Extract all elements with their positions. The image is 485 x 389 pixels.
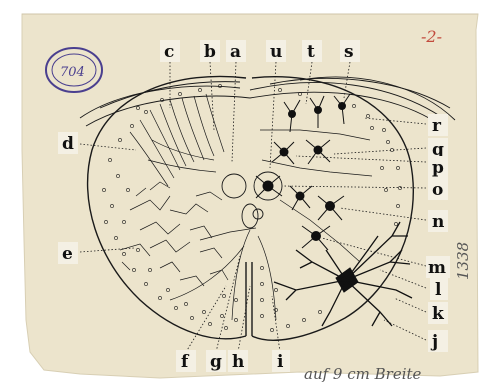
svg-text:r: r — [432, 116, 442, 136]
svg-text:n: n — [432, 212, 444, 232]
label-m: m — [426, 256, 450, 278]
label-t: t — [302, 40, 322, 62]
label-r: r — [428, 114, 448, 136]
svg-text:p: p — [432, 158, 444, 178]
label-p: p — [428, 156, 448, 178]
label-d: d — [58, 132, 78, 154]
svg-text:m: m — [428, 258, 446, 278]
paper-sheet — [22, 14, 478, 378]
label-j: j — [428, 330, 448, 352]
label-h: h — [228, 350, 248, 372]
svg-text:h: h — [232, 352, 244, 372]
side-note: 1338 — [454, 242, 472, 280]
svg-text:t: t — [307, 42, 315, 62]
label-n: n — [428, 210, 448, 232]
label-i: i — [272, 350, 290, 372]
label-c: c — [160, 40, 180, 62]
label-s: s — [340, 40, 360, 62]
svg-text:e: e — [62, 244, 73, 264]
label-u: u — [266, 40, 286, 62]
svg-text:b: b — [204, 42, 216, 62]
svg-text:g: g — [210, 352, 222, 372]
label-g: g — [206, 350, 226, 372]
svg-text:k: k — [432, 304, 445, 324]
svg-text:j: j — [430, 332, 438, 352]
svg-text:s: s — [344, 42, 354, 62]
stamp-number: 704 — [60, 65, 85, 80]
svg-text:d: d — [62, 134, 74, 154]
svg-text:u: u — [270, 42, 282, 62]
label-b: b — [200, 40, 220, 62]
label-l: l — [430, 278, 448, 300]
svg-text:i: i — [277, 352, 284, 372]
label-f: f — [176, 350, 196, 372]
svg-text:c: c — [164, 42, 174, 62]
label-a: a — [226, 40, 246, 62]
label-e: e — [58, 242, 78, 264]
label-o: o — [428, 178, 448, 200]
page-number: -2- — [421, 27, 442, 46]
handwritten-caption: auf 9 cm Breite — [304, 365, 422, 383]
svg-text:a: a — [230, 42, 241, 62]
svg-text:l: l — [435, 280, 442, 300]
label-k: k — [428, 302, 448, 324]
svg-text:o: o — [432, 180, 443, 200]
